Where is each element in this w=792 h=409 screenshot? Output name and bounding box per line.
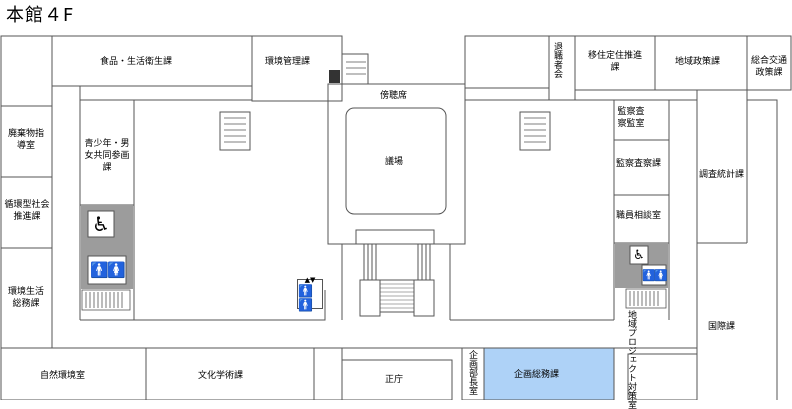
restroom-icon: 🚹🚺 <box>90 261 125 279</box>
label-staff-consult: 職員相談室 <box>616 211 662 221</box>
assembly-hall <box>345 107 447 215</box>
room-regional-project <box>627 353 698 400</box>
label-assembly: 議場 <box>385 157 404 167</box>
floor-plan <box>0 35 792 400</box>
elevator-icon: ▲▼ 🚹🚹 <box>297 276 323 312</box>
wheelchair-icon: ♿ <box>633 247 645 263</box>
label-planning-general: 企画総務課 <box>514 370 560 380</box>
room-main-office <box>341 359 453 400</box>
label-culture-academic: 文化学術課 <box>198 371 244 381</box>
label-audit-staff: 監察査察監室 <box>617 107 645 129</box>
label-audit-inspection: 監察査察課 <box>616 159 662 169</box>
label-nature-env: 自然環境室 <box>40 371 86 381</box>
label-env-mgmt: 環境管理課 <box>265 57 311 67</box>
label-circular: 循環型社会推進課 <box>4 200 50 222</box>
label-youth-gender: 青少年・男女共同参画課 <box>84 139 130 173</box>
label-transport: 総合交通政策課 <box>750 56 787 78</box>
assembly-frame <box>327 83 466 245</box>
restroom-icon: 🚹🚺 <box>642 268 667 282</box>
label-food-safety: 食品・生活衛生課 <box>100 57 173 67</box>
label-regional-policy: 地域政策課 <box>675 57 721 67</box>
label-relocation: 移住定住推進課 <box>588 51 643 73</box>
stairs-left <box>219 111 251 151</box>
label-main-office: 正庁 <box>385 375 404 385</box>
wheelchair-icon: ♿ <box>92 212 110 236</box>
label-env-life: 環境生活総務課 <box>7 287 44 309</box>
corner-room-top-left <box>0 35 53 107</box>
room-planning-general <box>483 347 615 400</box>
label-survey-stats: 調査統計課 <box>699 170 745 180</box>
label-resigned: 退職者会 <box>552 42 562 78</box>
floor-title: 本館４F <box>6 5 75 26</box>
stairs-right <box>519 111 551 151</box>
label-regional-project: 地域プロジェクト対策室 <box>626 310 636 409</box>
label-international: 国際課 <box>708 322 736 332</box>
room-transport <box>746 35 792 91</box>
label-planning-director: 企画部長室 <box>467 350 477 395</box>
label-waste: 廃棄物指導室 <box>8 129 45 151</box>
label-gallery: 傍聴席 <box>380 91 408 101</box>
